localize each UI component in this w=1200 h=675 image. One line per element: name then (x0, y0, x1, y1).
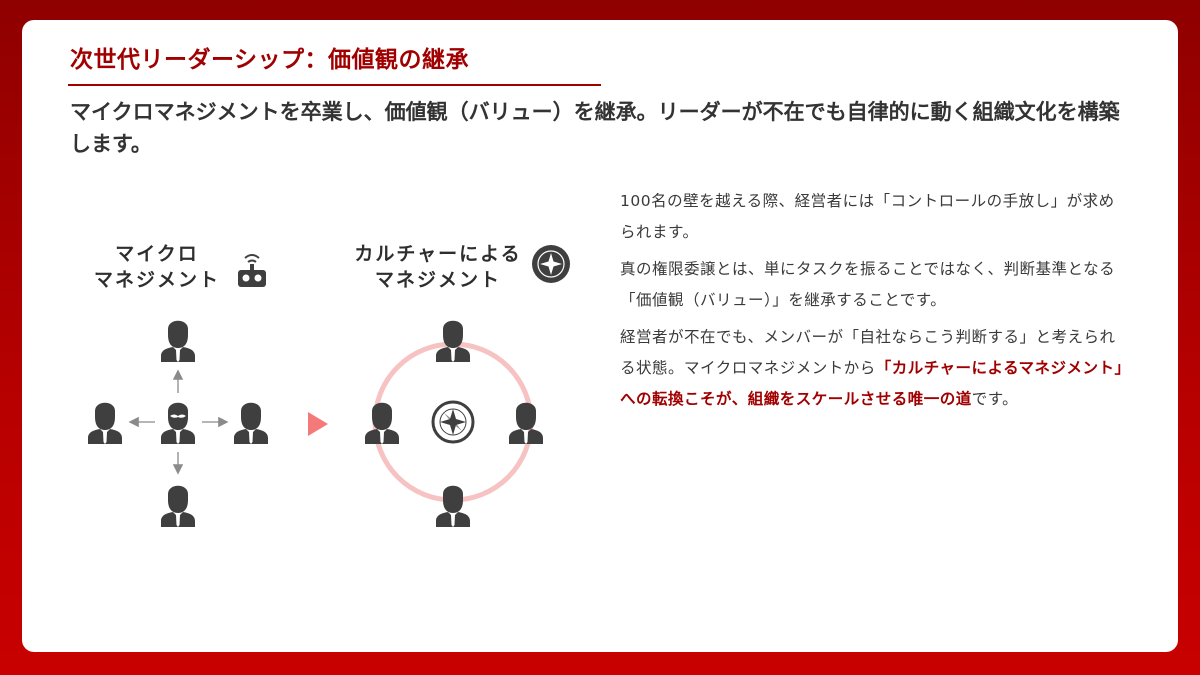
management-diagram: マイクロ マネジメント カルチャーによる マネジメント (22, 20, 622, 652)
paragraph-2: 真の権限委譲とは、単にタスクを振ることではなく、判断基準となる「価値観（バリュー… (620, 260, 1116, 309)
person-icon-left (88, 402, 122, 444)
transition-arrow-icon (308, 412, 328, 436)
slide-card: 次世代リーダーシップ：価値観の継承 マイクロマネジメントを卒業し、価値観（バリュ… (22, 20, 1178, 652)
compass-icon (532, 245, 570, 283)
person-icon-right (234, 402, 268, 444)
person-icon-circle-bottom (436, 485, 470, 527)
directive-arrows (128, 369, 229, 475)
person-icon-circle-right (509, 402, 543, 444)
description: 100名の壁を越える際、経営者には「コントロールの手放し」が求められます。 真の… (620, 186, 1130, 421)
paragraph-3-text: 経営者が不在でも、メンバーが「自社ならこう判断する」と考えられる状態。マイクロマ… (620, 328, 1116, 377)
person-icon-circle-left (365, 402, 399, 444)
remote-control-icon (238, 254, 266, 287)
compass-icon-center (431, 400, 475, 444)
paragraph-3-end: です。 (971, 390, 1019, 408)
slide-subtitle: マイクロマネジメントを卒業し、価値観（バリュー）を継承。リーダーが不在でも自律的… (70, 100, 1120, 156)
boss-icon (161, 402, 195, 444)
person-icon-bottom-left (161, 485, 195, 527)
paragraph-1: 100名の壁を越える際、経営者には「コントロールの手放し」が求められます。 (620, 192, 1115, 241)
paragraph-3: 経営者が不在でも、メンバーが「自社ならこう判断する」と考えられる状態。マイクロマ… (620, 322, 1130, 415)
slide-title: 次世代リーダーシップ：価値観の継承 (70, 47, 470, 73)
person-icon-circle-top (436, 320, 470, 362)
culture-management-label: カルチャーによる マネジメント (354, 243, 522, 291)
micro-management-label: マイクロ マネジメント (93, 243, 220, 291)
person-icon-top-left (161, 320, 195, 362)
highlight-text: 「カルチャーによるマネジメント」への転換こそが、組織をスケールさせる唯一の道 (620, 359, 1123, 408)
diagram-graphic (88, 245, 570, 527)
title-underline (68, 84, 601, 86)
